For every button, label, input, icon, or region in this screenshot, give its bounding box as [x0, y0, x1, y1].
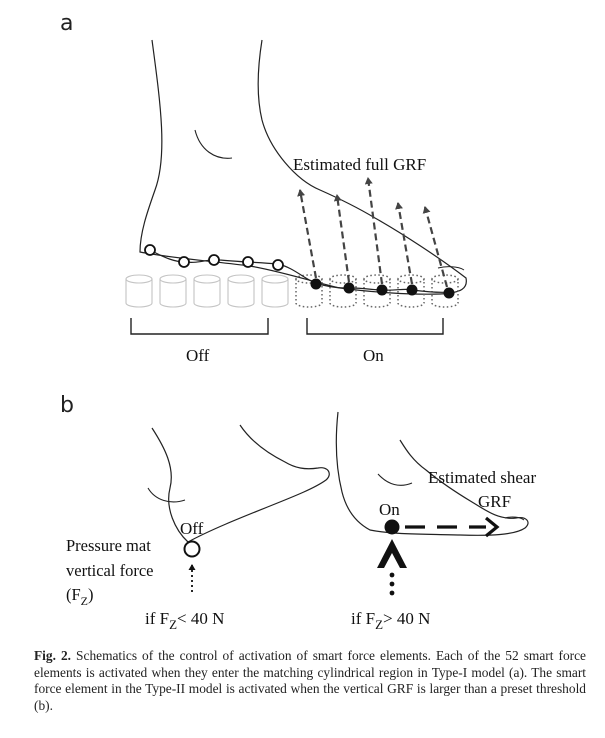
estimated-shear-line1: Estimated shear [428, 468, 536, 487]
panel-b-toe-detail [504, 516, 525, 521]
on-cylinder [363, 274, 391, 308]
grf-arrow [333, 194, 351, 283]
on-element [376, 284, 388, 296]
on-cylinders [295, 274, 459, 308]
panel-b-left-foot [151, 424, 330, 543]
grf-arrow [364, 177, 384, 285]
on-cylinder [431, 274, 459, 308]
off-cylinder [159, 274, 187, 308]
off-bracket [130, 318, 269, 335]
off-cylinder [193, 274, 221, 308]
pressure-mat-line2: vertical force [66, 561, 153, 580]
vertical-force-arrow [377, 539, 407, 596]
on-label: On [363, 346, 384, 365]
on-cylinder [295, 274, 323, 308]
off-element [178, 256, 190, 268]
on-element-b [384, 519, 400, 535]
panel-b-right-foot [335, 411, 529, 536]
condition-off: if FZ< 40 N [145, 609, 224, 632]
off-cylinders [125, 274, 289, 308]
estimated-full-grf-label: Estimated full GRF [293, 155, 426, 174]
on-element [310, 278, 322, 290]
panel-a-ankle-curve [194, 129, 233, 159]
on-element [343, 282, 355, 294]
pressure-mat-line1: Pressure mat [66, 536, 151, 555]
panel-a-foot-outline [139, 39, 467, 295]
off-label-b: Off [180, 519, 204, 538]
estimated-shear-line2: GRF [478, 492, 511, 511]
off-element [242, 256, 254, 268]
panel-b-right-ankle [377, 473, 413, 486]
panel-b-left-ankle [147, 487, 186, 503]
on-element [406, 284, 418, 296]
panel-b-label: b [60, 393, 74, 418]
off-element-b [183, 540, 201, 558]
off-element [144, 244, 156, 256]
on-elements [310, 278, 455, 299]
panel-a-label: a [60, 11, 73, 36]
off-cylinder [261, 274, 289, 308]
off-element [272, 259, 284, 271]
off-element [208, 254, 220, 266]
grf-arrow [422, 206, 449, 288]
panel-b: b Off Pressure mat vertical force (FZ) i… [60, 393, 536, 632]
on-label-b: On [379, 500, 400, 519]
figure-schematic: a [60, 11, 536, 632]
condition-on: if FZ> 40 N [351, 609, 430, 632]
grf-arrows [297, 177, 449, 288]
off-elements [144, 244, 284, 271]
grf-arrow [395, 202, 414, 285]
off-cylinder [227, 274, 255, 308]
figure-caption: Fig. 2. Schematics of the control of act… [34, 648, 586, 714]
fz-symbol: (FZ) [66, 585, 94, 608]
on-cylinder [397, 274, 425, 308]
panel-a-toe-detail [437, 266, 465, 271]
caption-text: Schematics of the control of activation … [34, 648, 586, 713]
caption-label: Fig. 2. [34, 648, 72, 663]
panel-a: a [60, 11, 467, 365]
off-label: Off [186, 346, 210, 365]
on-cylinder [329, 274, 357, 308]
on-bracket [306, 318, 444, 335]
shear-arrow [405, 516, 500, 538]
off-cylinder [125, 274, 153, 308]
grf-arrow [297, 189, 318, 279]
on-element [443, 287, 455, 299]
